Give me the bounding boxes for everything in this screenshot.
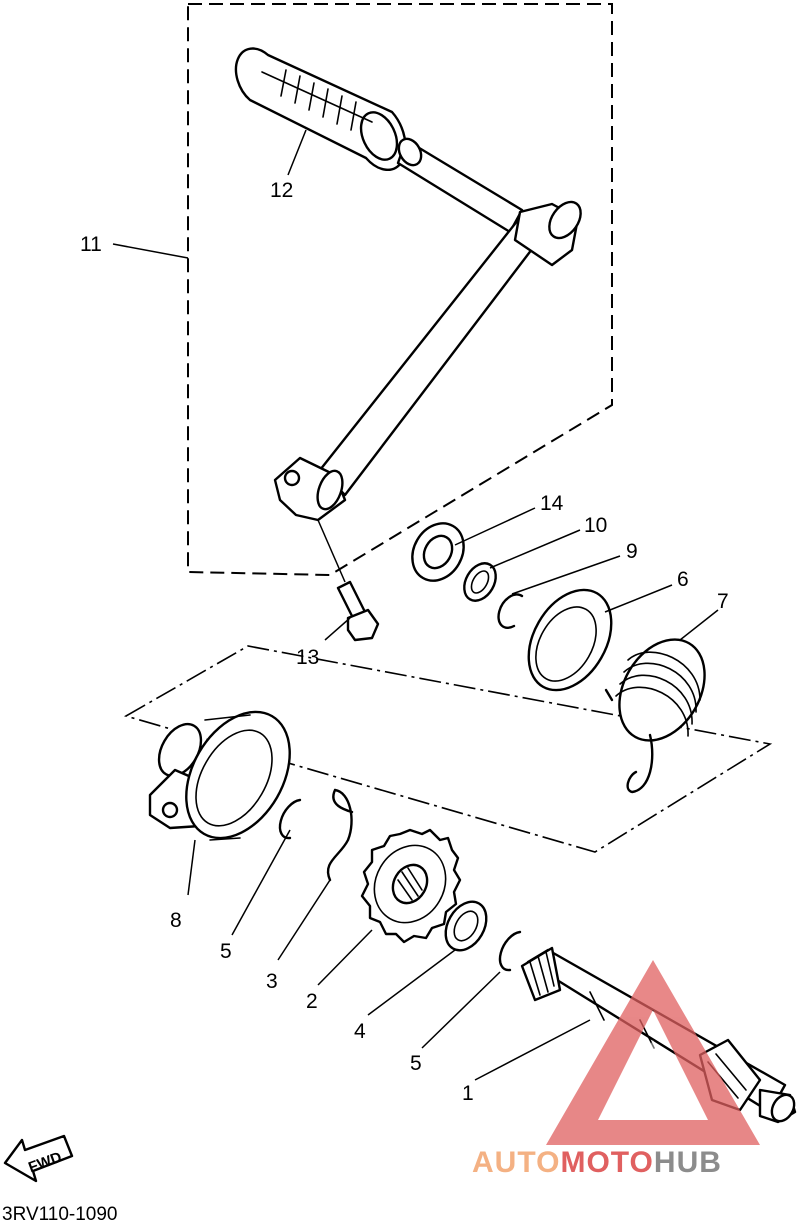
watermark-hub: HUB xyxy=(654,1146,722,1179)
diagram-code: 3RV110-1090 xyxy=(2,1204,118,1225)
leader-lines xyxy=(112,129,719,1081)
callout-11: 11 xyxy=(80,233,102,256)
callout-7: 7 xyxy=(717,590,729,613)
circlip-part-9 xyxy=(497,593,524,629)
callout-2: 2 xyxy=(306,990,318,1013)
callout-1: 1 xyxy=(462,1082,474,1105)
fwd-arrow-icon: FWD xyxy=(3,1134,74,1183)
circlip-part-5-upper xyxy=(278,798,302,840)
kick-crank-arm-part xyxy=(273,137,582,522)
bolt-part xyxy=(317,519,380,642)
kick-shaft-assembly-boundary xyxy=(123,645,773,853)
callout-10: 10 xyxy=(584,514,607,537)
kick-gear-part xyxy=(360,828,462,944)
bearing-part xyxy=(411,522,465,582)
callout-13: 13 xyxy=(296,646,319,669)
kick-crank-assembly-boundary xyxy=(187,3,613,577)
callout-12: 12 xyxy=(270,179,293,202)
circlip-part-5-lower xyxy=(498,930,522,972)
callout-9: 9 xyxy=(626,540,638,563)
callout-5-upper: 5 xyxy=(220,940,232,963)
spring-clip-part xyxy=(326,788,354,882)
callout-5-lower: 5 xyxy=(410,1052,422,1075)
torsion-spring-part xyxy=(604,638,706,794)
callout-4: 4 xyxy=(354,1020,366,1043)
callout-6: 6 xyxy=(677,568,689,591)
watermark-triangle-icon xyxy=(546,960,760,1145)
kick-grip-part xyxy=(234,47,407,172)
watermark-auto: AUTO xyxy=(472,1146,560,1179)
watermark-moto: MOTO xyxy=(560,1146,653,1179)
callout-14: 14 xyxy=(540,492,564,515)
callout-3: 3 xyxy=(266,970,278,993)
automotohub-watermark-logo xyxy=(546,960,760,1145)
callout-8: 8 xyxy=(170,909,182,932)
kick-shaft-guide-part xyxy=(148,710,291,841)
watermark-text: AUTOMOTOHUB xyxy=(472,1146,722,1179)
spring-guide-part xyxy=(527,588,613,692)
